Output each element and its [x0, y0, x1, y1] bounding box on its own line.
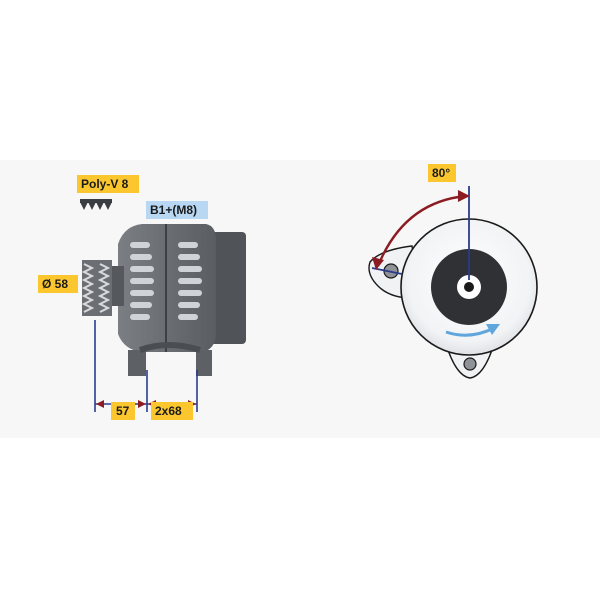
dim-mount-box — [151, 402, 193, 420]
rotation-arrowhead — [486, 324, 500, 335]
belt-label-box — [77, 175, 139, 193]
mount-hole-bottom — [463, 357, 477, 371]
angle-reference-line — [371, 267, 403, 275]
terminal-label-box — [146, 201, 208, 219]
angle-arrowhead-bottom — [372, 257, 384, 270]
mount-foot-front — [128, 350, 146, 376]
terminal-label: B1+(M8) — [150, 203, 197, 217]
mount-foot-rear — [196, 350, 212, 376]
belt-label: Poly-V 8 — [81, 177, 129, 191]
dim-flange-box — [111, 402, 135, 420]
dim-mount-label: 2x68 — [155, 404, 182, 418]
pulley-grooves-right — [97, 263, 111, 313]
angle-label-box — [428, 164, 456, 182]
angle-arc — [376, 194, 467, 267]
angle-label: 80° — [432, 166, 450, 180]
rear-cover — [208, 232, 246, 344]
angle-arrowhead-top — [458, 190, 470, 202]
cooling-slots-rear — [178, 242, 202, 320]
poly-v-belt-icon — [80, 199, 112, 210]
diameter-label-box — [38, 275, 78, 293]
front-view — [368, 218, 538, 379]
dim-flange-label: 57 — [116, 404, 130, 418]
cooling-slots-front — [130, 242, 154, 320]
mount-bracket — [138, 342, 201, 353]
side-view — [81, 224, 246, 376]
shaft-center — [464, 282, 474, 292]
pulley-diameter-label: Ø 58 — [42, 277, 68, 291]
pulley-grooves-left — [81, 263, 95, 313]
